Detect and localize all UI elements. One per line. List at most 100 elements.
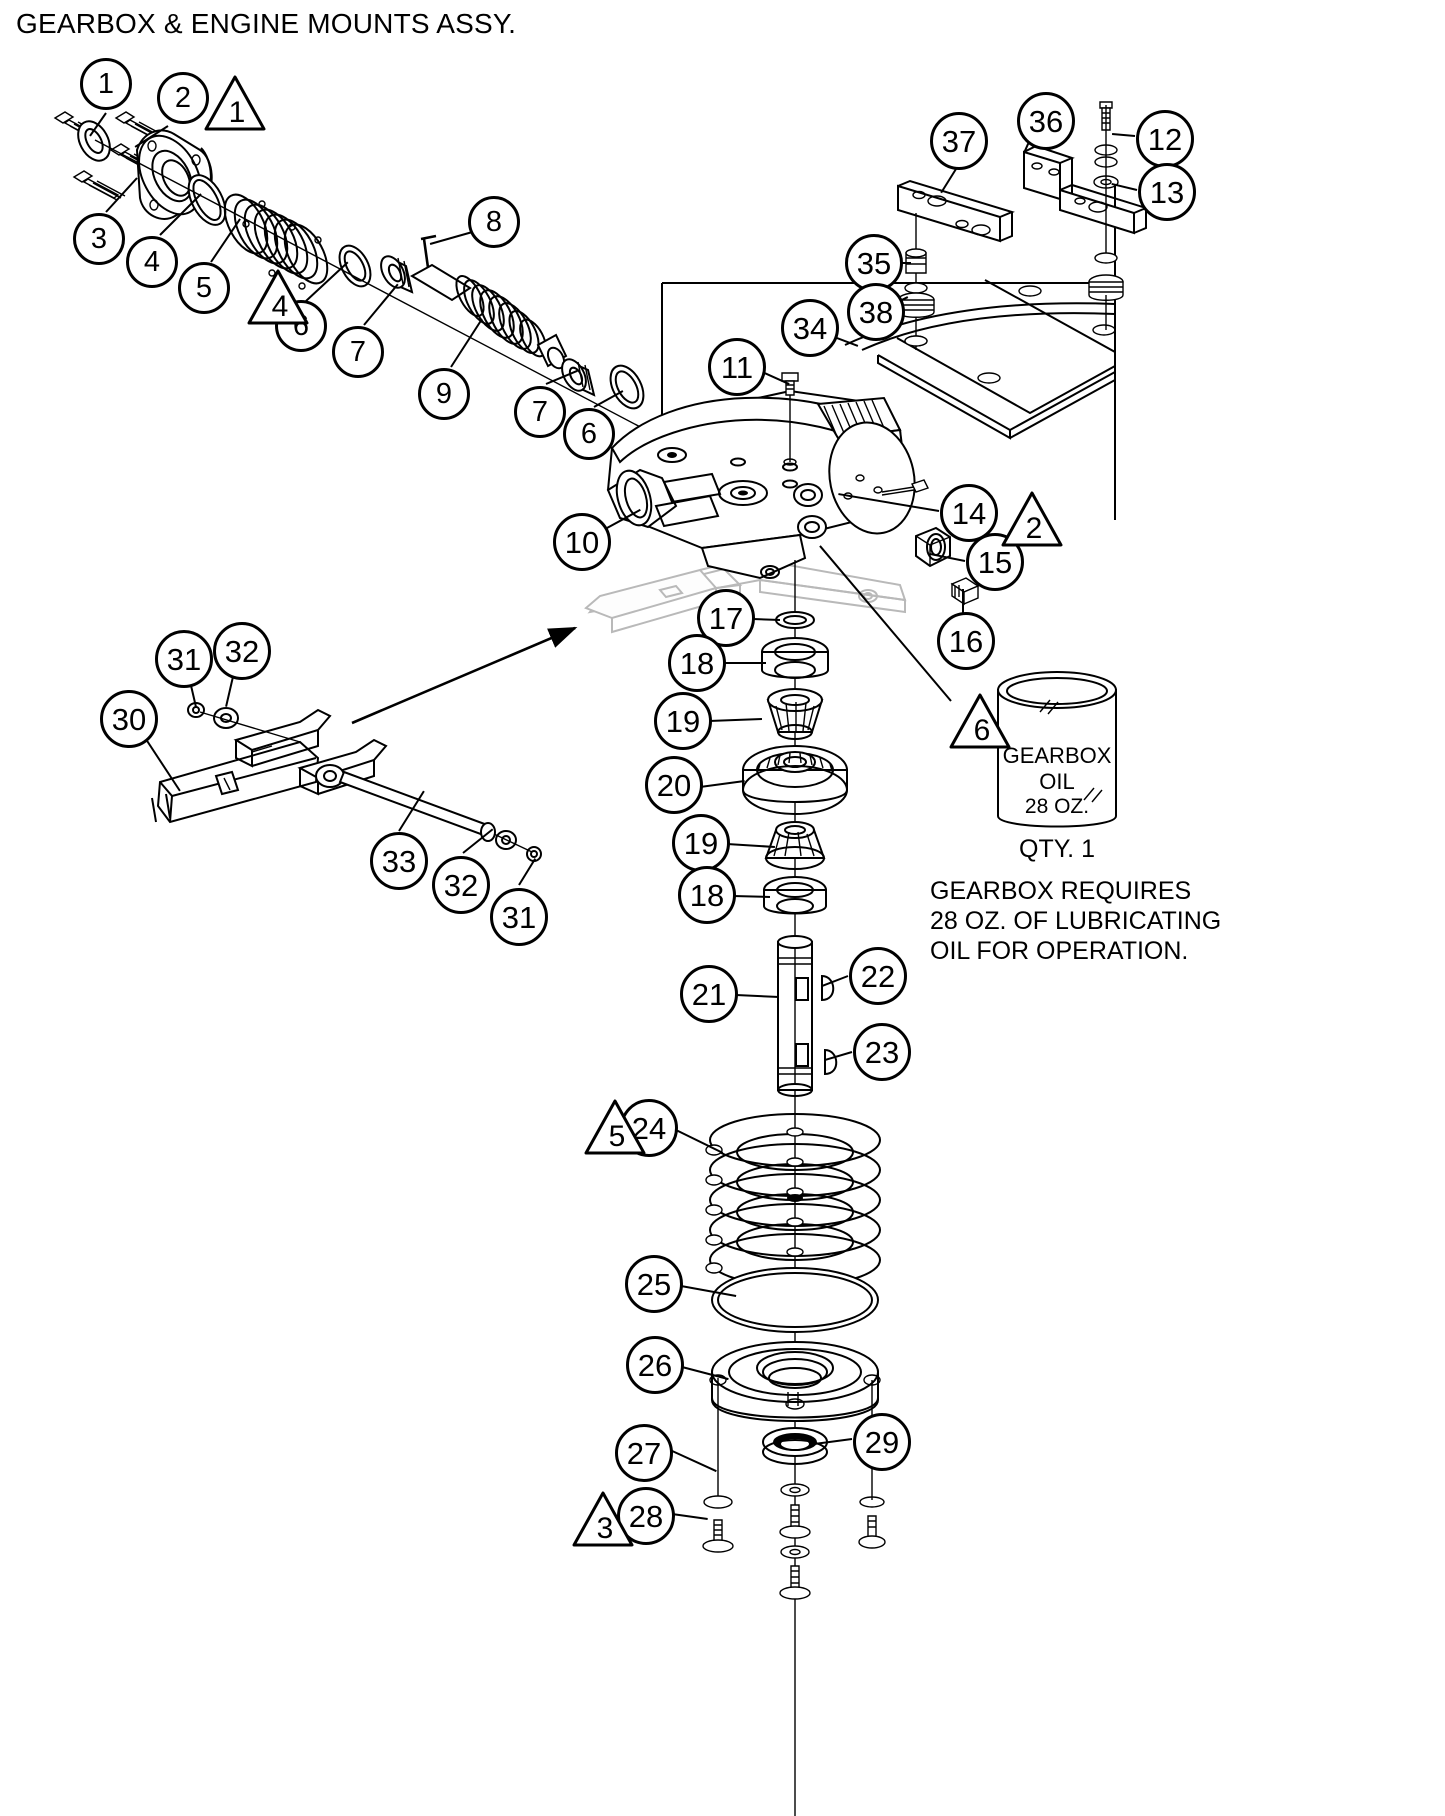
flag-triangle — [584, 1099, 646, 1155]
art-spring-stack-24 — [705, 1113, 881, 1287]
flag-triangle — [1001, 491, 1063, 547]
callout-balloon-18[interactable]: 18 — [678, 866, 736, 924]
callout-balloon-12[interactable]: 12 — [1136, 110, 1194, 168]
callout-balloon-35[interactable]: 35 — [845, 234, 903, 292]
callout-number: 14 — [951, 495, 987, 531]
note-line-3: OIL FOR OPERATION. — [930, 937, 1189, 965]
revision-flag-6[interactable]: 6 — [948, 692, 1012, 750]
callout-number: 13 — [1149, 174, 1185, 210]
callout-number: 17 — [708, 600, 744, 636]
callout-balloon-5[interactable]: 5 — [178, 262, 230, 314]
callout-number: 6 — [580, 417, 598, 450]
callout-balloon-7[interactable]: 7 — [514, 386, 566, 438]
callout-balloon-3[interactable]: 3 — [73, 213, 125, 265]
callout-balloon-9[interactable]: 9 — [418, 368, 470, 420]
art-fastener-27-28 — [702, 1378, 734, 1553]
callout-number: 33 — [381, 843, 417, 879]
callout-balloon-32[interactable]: 32 — [213, 622, 271, 680]
art-ring-6b — [609, 364, 645, 410]
flag-number: 6 — [974, 714, 991, 747]
callout-number: 12 — [1147, 121, 1183, 157]
callout-balloon-26[interactable]: 26 — [626, 1336, 684, 1394]
callout-balloon-27[interactable]: 27 — [615, 1424, 673, 1482]
callout-balloon-22[interactable]: 22 — [849, 947, 907, 1005]
callout-number: 20 — [656, 767, 692, 803]
callout-number: 37 — [941, 123, 977, 159]
callout-balloon-33[interactable]: 33 — [370, 832, 428, 890]
callout-balloon-13[interactable]: 13 — [1138, 163, 1196, 221]
callout-number: 35 — [856, 245, 892, 281]
revision-flag-3[interactable]: 3 — [571, 1490, 635, 1548]
oil-can-label-gearbox: GEARBOX — [1002, 743, 1112, 768]
callout-number: 34 — [792, 310, 828, 346]
callout-balloon-16[interactable]: 16 — [937, 612, 995, 670]
art-end-cover-26 — [709, 1341, 881, 1422]
note-line-1: GEARBOX REQUIRES — [930, 877, 1192, 905]
revision-flag-1[interactable]: 1 — [203, 74, 267, 132]
flag-number: 2 — [1026, 512, 1043, 545]
callout-balloon-20[interactable]: 20 — [645, 756, 703, 814]
callout-balloon-28[interactable]: 28 — [617, 1487, 675, 1545]
revision-flag-2[interactable]: 2 — [1000, 490, 1064, 548]
callout-number: 4 — [143, 245, 161, 278]
art-cover-fasteners — [779, 1380, 886, 1600]
art-bearing-cone-7a — [380, 255, 414, 294]
callout-balloon-21[interactable]: 21 — [680, 965, 738, 1023]
callout-number: 28 — [628, 1498, 664, 1534]
callout-balloon-37[interactable]: 37 — [930, 112, 988, 170]
callout-number: 11 — [720, 349, 754, 385]
callout-balloon-4[interactable]: 4 — [126, 236, 178, 288]
revision-flag-5[interactable]: 5 — [583, 1098, 647, 1156]
callout-number: 31 — [501, 899, 537, 935]
art-gasket-25 — [711, 1267, 879, 1333]
callout-balloon-31[interactable]: 31 — [490, 888, 548, 946]
callout-number: 26 — [637, 1347, 673, 1383]
art-fastener-35-38 — [897, 213, 935, 350]
callout-balloon-18[interactable]: 18 — [668, 634, 726, 692]
art-bearing-column — [702, 560, 886, 1816]
note-line-2: 28 OZ. OF LUBRICATING — [930, 907, 1222, 935]
callout-balloon-30[interactable]: 30 — [100, 690, 158, 748]
oil-can-qty: QTY. 1 — [1019, 835, 1095, 863]
callout-balloon-19[interactable]: 19 — [672, 814, 730, 872]
callout-balloon-38[interactable]: 38 — [847, 283, 905, 341]
callout-balloon-11[interactable]: 11 — [708, 338, 766, 396]
callout-number: 7 — [349, 335, 367, 368]
callout-balloon-23[interactable]: 23 — [853, 1023, 911, 1081]
callout-balloon-32[interactable]: 32 — [432, 856, 490, 914]
callout-number: 31 — [166, 641, 202, 677]
page-title: GEARBOX & ENGINE MOUNTS ASSY. — [16, 8, 517, 39]
callout-number: 5 — [195, 271, 213, 304]
flag-number: 3 — [597, 1512, 614, 1545]
art-fastener-12-13 — [1088, 101, 1124, 330]
art-seal-1 — [77, 120, 111, 162]
callout-balloon-36[interactable]: 36 — [1017, 92, 1075, 150]
callout-balloon-34[interactable]: 34 — [781, 299, 839, 357]
callout-balloon-6[interactable]: 6 — [563, 408, 615, 460]
art-gearbox-housing-10 — [584, 389, 916, 634]
callout-balloon-10[interactable]: 10 — [553, 513, 611, 571]
callout-balloon-25[interactable]: 25 — [625, 1255, 683, 1313]
flag-triangle — [204, 75, 266, 131]
callout-number: 32 — [443, 867, 479, 903]
callout-balloon-7[interactable]: 7 — [332, 326, 384, 378]
callout-balloon-2[interactable]: 2 — [157, 72, 209, 124]
art-ring-6a — [338, 244, 372, 288]
art-bearing-cup-18a — [761, 637, 829, 679]
callout-number: 21 — [691, 976, 727, 1012]
callout-balloon-8[interactable]: 8 — [468, 196, 520, 248]
callout-balloon-31[interactable]: 31 — [155, 630, 213, 688]
callout-number: 9 — [435, 377, 453, 410]
revision-flag-4[interactable]: 4 — [246, 268, 310, 326]
art-spindle-21 — [777, 935, 813, 1097]
callout-balloon-1[interactable]: 1 — [80, 58, 132, 110]
callout-number: 36 — [1028, 103, 1064, 139]
callout-number: 10 — [564, 524, 600, 560]
art-bearing-cone-19a — [766, 688, 824, 740]
callout-balloon-14[interactable]: 14 — [940, 484, 998, 542]
callout-balloon-19[interactable]: 19 — [654, 692, 712, 750]
callout-number: 38 — [858, 294, 894, 330]
callout-balloon-29[interactable]: 29 — [853, 1413, 911, 1471]
